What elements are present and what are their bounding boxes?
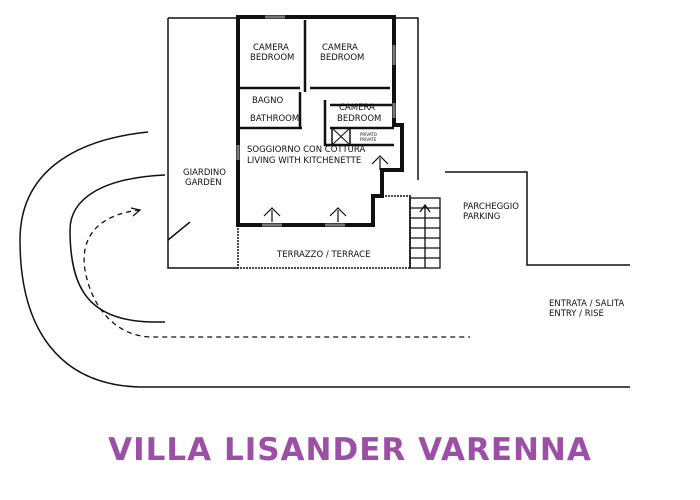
label-entry-en: ENTRY / RISE [549,309,604,319]
label-garden-en: GARDEN [185,178,222,188]
stairs [409,197,441,269]
label-entry-it: ENTRATA / SALITA [549,299,624,309]
road-outer [19,131,630,388]
label-terrace: TERRAZZO / TERRACE [276,250,370,260]
page-title: VILLA LISANDER VARENNA [108,432,592,468]
path-dashed [83,209,470,338]
label-parking-it: PARCHEGGIO [463,202,519,212]
parking-boundary [445,171,630,266]
label-bathroom-it: BAGNO [252,96,283,106]
road-inner [69,174,166,323]
label-garden-it: GIARDINO [183,168,226,178]
label-bathroom-en: BATHROOM [250,114,299,124]
interior-walls [238,20,394,147]
label-bedroom3-en: BEDROOM [337,114,381,124]
label-bedroom2-en: BEDROOM [320,53,364,63]
windows [236,15,396,227]
label-private-en: PRIVATE [360,137,377,142]
label-bedroom2-it: CAMERA [322,43,358,53]
label-bedroom1-en: BEDROOM [250,53,294,63]
label-living-it: SOGGIORNO CON COTTURA [247,145,365,155]
gate [167,221,191,241]
label-bedroom1-it: CAMERA [253,43,289,53]
label-private-it: PRIVATO [360,132,377,137]
label-parking-en: PARKING [463,212,500,222]
label-bedroom3-it: CAMERA [339,103,375,113]
elevator-box [331,127,351,146]
path-arrow-icon [130,207,142,217]
door-arrow-icon [263,155,389,222]
label-living-en: LIVING WITH KITCHENETTE [247,156,361,166]
